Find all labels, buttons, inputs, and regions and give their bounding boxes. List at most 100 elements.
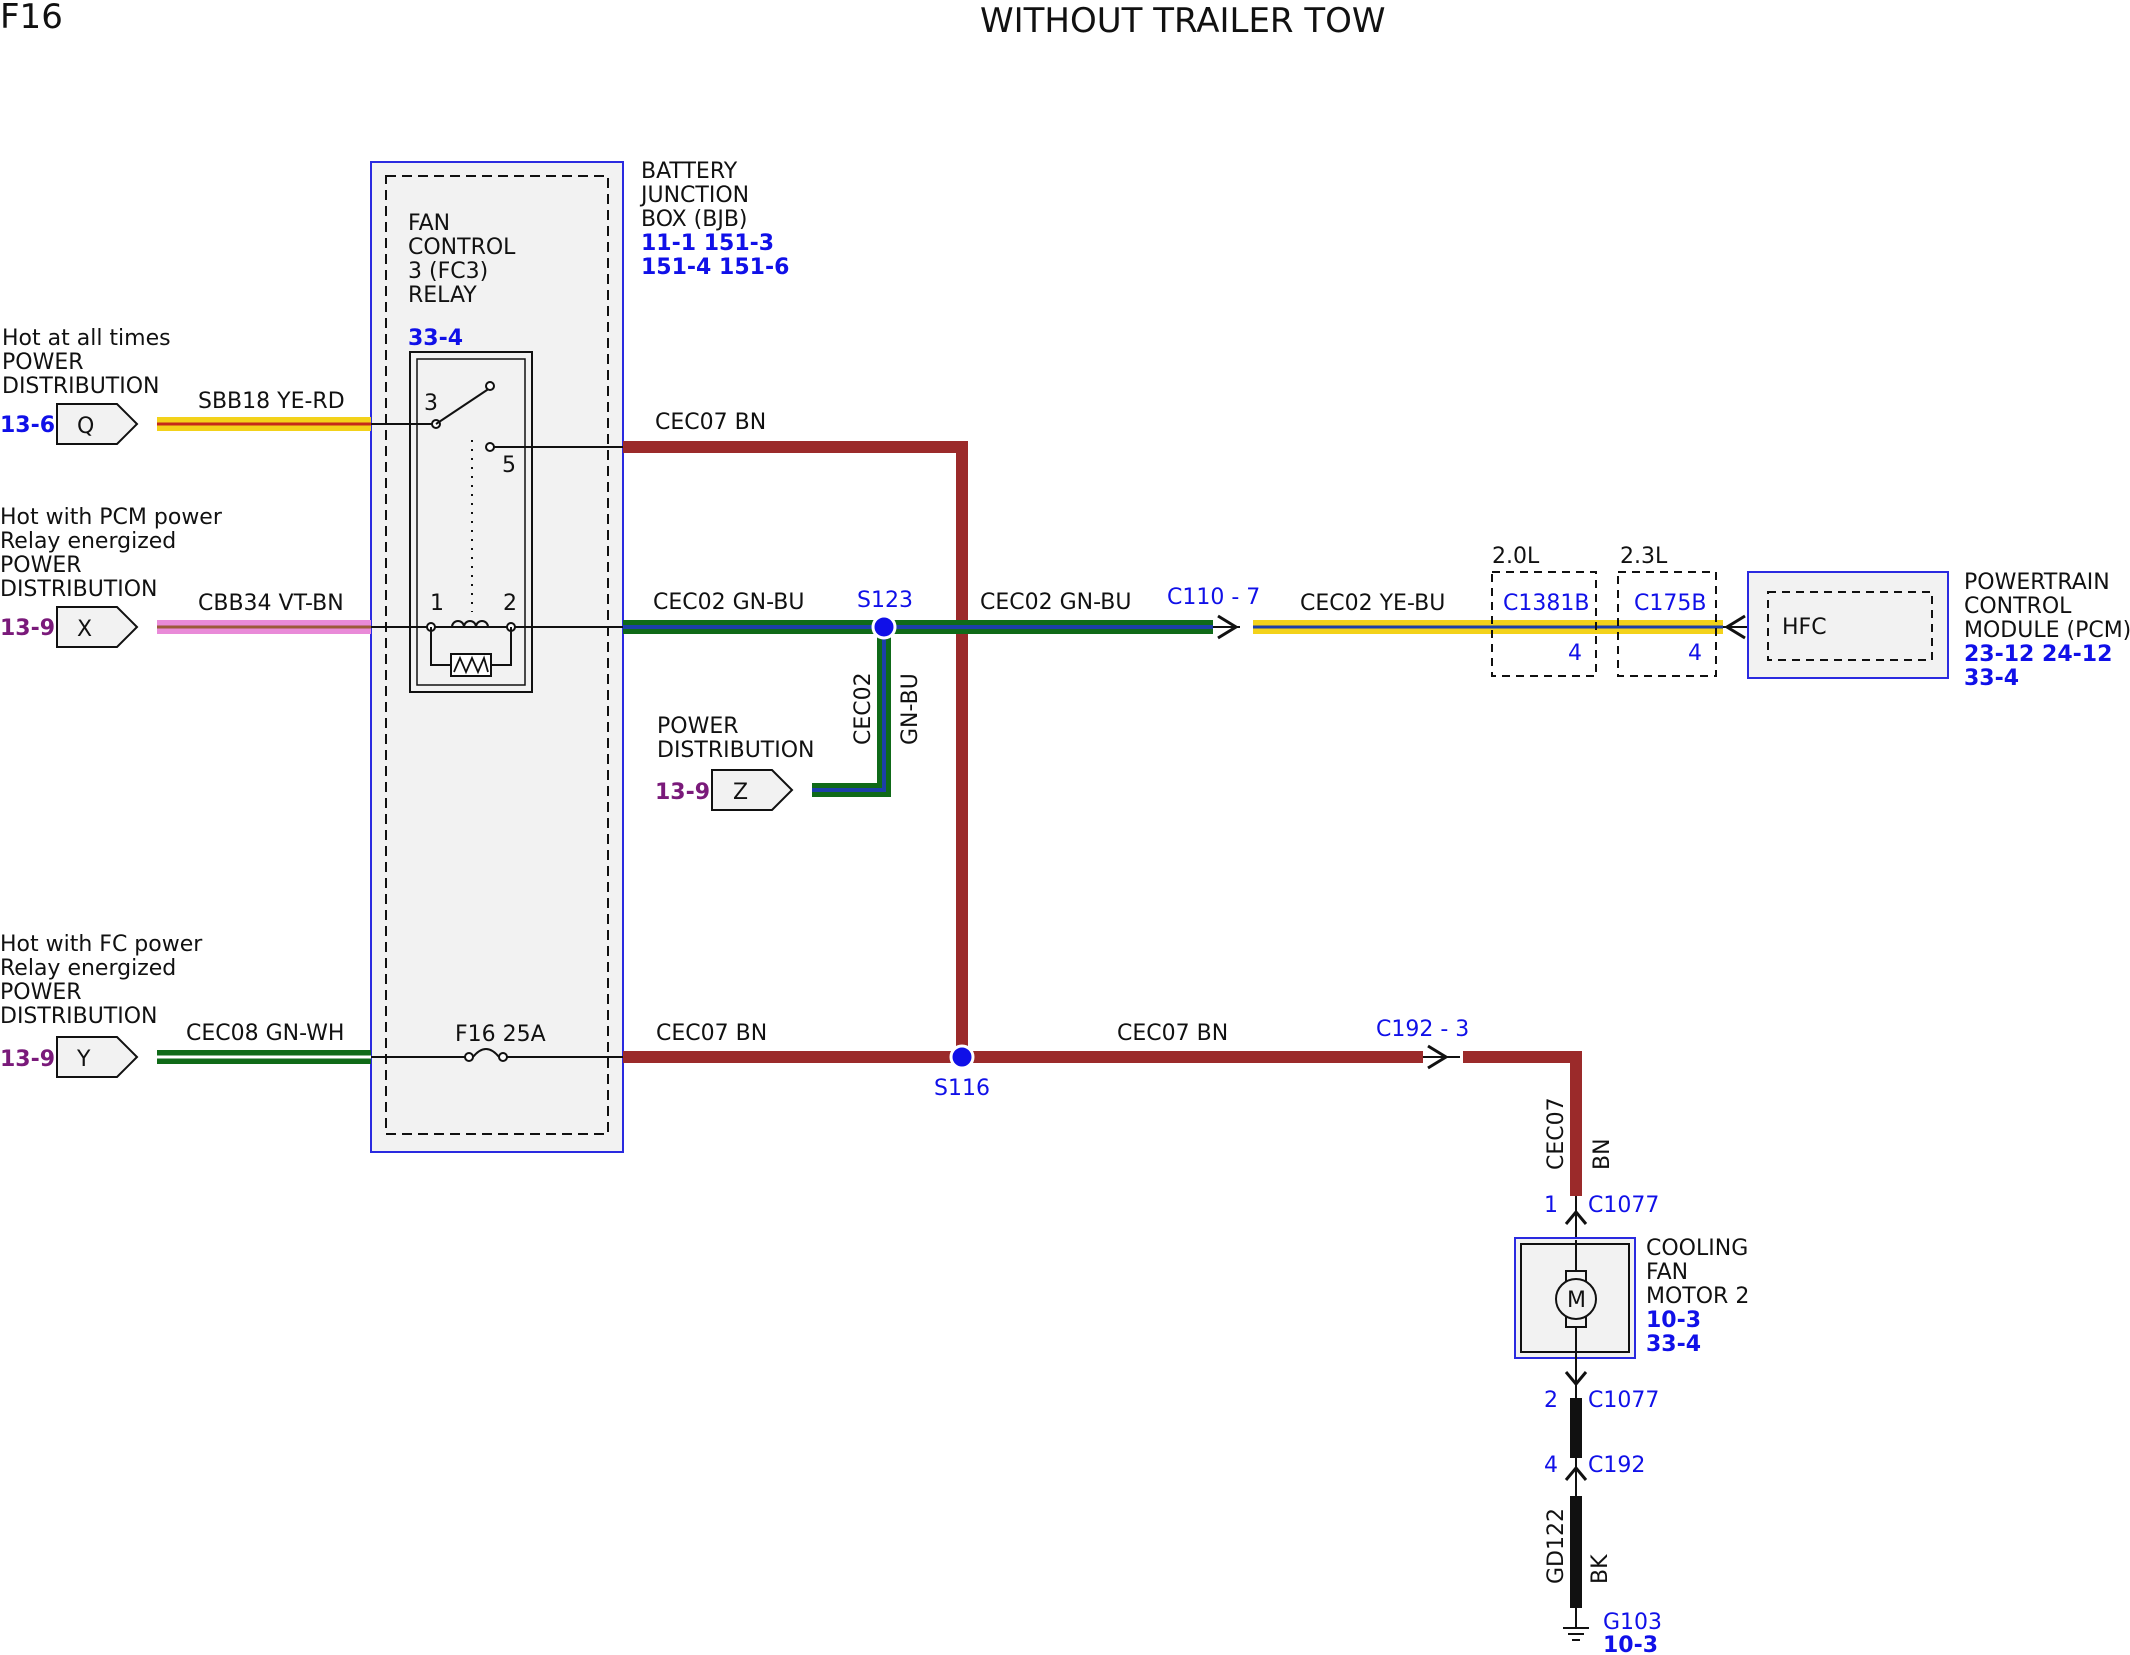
pcm-ref-2[interactable]: 33-4	[1964, 666, 2019, 691]
wire-cbb34-label: CBB34 VT-BN	[198, 591, 344, 616]
wire-sbb18[interactable]	[157, 417, 371, 431]
splice-s116[interactable]	[949, 1044, 975, 1070]
q-desc-1: Hot at all times	[2, 326, 171, 351]
motor-name-1: COOLING	[1646, 1236, 1748, 1261]
page-title: WITHOUT TRAILER TOW	[980, 1, 1386, 41]
fuse-label: F16 25A	[455, 1022, 546, 1047]
ground-label: G103	[1603, 1610, 1662, 1635]
motor-name-3: MOTOR 2	[1646, 1284, 1749, 1309]
wire-cec07-motor[interactable]	[1463, 1051, 1582, 1196]
page-id: F16	[0, 0, 63, 37]
wire-cec02-a-label: CEC02 GN-BU	[653, 590, 804, 615]
c1381b-engine: 2.0L	[1492, 544, 1540, 569]
wire-cec08[interactable]	[157, 1050, 371, 1064]
q-ref[interactable]: 13-6	[0, 413, 55, 438]
x-desc-1: Hot with PCM power	[0, 505, 223, 530]
wire-cec02-v2: GN-BU	[898, 673, 923, 745]
c175b-engine: 2.3L	[1620, 544, 1668, 569]
x-desc-3: POWER	[0, 553, 82, 578]
bjb-ref-1[interactable]: 11-1 151-3	[641, 231, 774, 256]
z-conn: Z	[733, 780, 748, 805]
relay-name-2: CONTROL	[408, 235, 516, 260]
c1077-1-label[interactable]: C1077	[1588, 1193, 1659, 1218]
motor-symbol: M	[1567, 1288, 1586, 1313]
relay-pin-3: 3	[424, 391, 438, 416]
wire-cec07-v1: CEC07	[1544, 1097, 1569, 1170]
wire-sbb18-label: SBB18 YE-RD	[198, 389, 345, 414]
x-desc-2: Relay energized	[0, 529, 176, 554]
c1077-2-label[interactable]: C1077	[1588, 1388, 1659, 1413]
x-desc-4: DISTRIBUTION	[0, 577, 158, 602]
connector-c175b[interactable]	[1617, 571, 1717, 677]
motor-ref-1[interactable]: 10-3	[1646, 1308, 1701, 1333]
c1381b-label: C1381B	[1503, 591, 1589, 616]
wire-cec02-ye-bu-label: CEC02 YE-BU	[1300, 591, 1445, 616]
battery-junction-box[interactable]	[370, 161, 624, 1153]
wire-gd122-v1: GD122	[1544, 1508, 1569, 1584]
wire-cec02-horizontal[interactable]	[623, 620, 1213, 634]
wire-cec07-bottom-b-label: CEC07 BN	[1117, 1021, 1228, 1046]
pcm-ref-1[interactable]: 23-12 24-12	[1964, 642, 2112, 667]
wire-cec07-top[interactable]	[623, 441, 968, 1057]
pcm-name-2: CONTROL	[1964, 594, 2072, 619]
bjb-name-1: BATTERY	[641, 159, 738, 184]
c175b-pin: 4	[1688, 641, 1702, 666]
y-desc-3: POWER	[0, 980, 82, 1005]
c175b-label: C175B	[1634, 591, 1706, 616]
connector-x[interactable]	[56, 606, 139, 648]
fuse-f16[interactable]	[371, 1048, 623, 1062]
motor-name-2: FAN	[1646, 1260, 1688, 1285]
q-desc-2: POWER	[2, 350, 84, 375]
wire-cec07-bottom-a-label: CEC07 BN	[656, 1021, 767, 1046]
wire-cec08-label: CEC08 GN-WH	[186, 1021, 344, 1046]
q-desc-3: DISTRIBUTION	[2, 374, 160, 399]
wire-cec02-vertical[interactable]	[812, 627, 891, 797]
y-desc-1: Hot with FC power	[0, 932, 203, 957]
relay-pin-5: 5	[502, 453, 516, 478]
c110-label[interactable]: C110 - 7	[1167, 585, 1260, 610]
pcm-name-3: MODULE (PCM)	[1964, 618, 2130, 643]
wire-cec07-top-label: CEC07 BN	[655, 410, 766, 435]
q-conn: Q	[77, 414, 94, 439]
c1077-1-pin: 1	[1544, 1193, 1558, 1218]
connector-y[interactable]	[56, 1036, 139, 1078]
x-ref[interactable]: 13-9	[0, 616, 55, 641]
pcm-module[interactable]	[1747, 571, 1949, 679]
c192-3-label[interactable]: C192 - 3	[1376, 1017, 1469, 1042]
splice-s123-label: S123	[857, 588, 913, 613]
wire-cec07-v2: BN	[1590, 1138, 1615, 1170]
relay-name-1: FAN	[408, 211, 450, 236]
z-ref[interactable]: 13-9	[655, 780, 710, 805]
wire-gd122-v2: BK	[1588, 1554, 1613, 1584]
motor-ref-2[interactable]: 33-4	[1646, 1332, 1701, 1357]
wire-cec02-ye-bu[interactable]	[1253, 620, 1723, 634]
connector-q[interactable]	[56, 403, 139, 445]
fc3-relay[interactable]	[371, 351, 623, 693]
relay-ref[interactable]: 33-4	[408, 326, 463, 351]
wire-cec02-v1: CEC02	[851, 672, 876, 745]
splice-s123[interactable]	[871, 614, 897, 640]
connector-c1381b[interactable]	[1491, 571, 1597, 677]
c1381b-pin: 4	[1568, 641, 1582, 666]
relay-name-3: 3 (FC3)	[408, 259, 488, 284]
wire-cec02-b-label: CEC02 GN-BU	[980, 590, 1131, 615]
ground-symbol-icon[interactable]	[1563, 1608, 1589, 1641]
relay-name-4: RELAY	[408, 283, 477, 308]
pcm-name-1: POWERTRAIN	[1964, 570, 2110, 595]
ground-ref[interactable]: 10-3	[1603, 1633, 1658, 1655]
y-desc-4: DISTRIBUTION	[0, 1004, 158, 1029]
z-desc-1: POWER	[657, 714, 739, 739]
y-conn: Y	[76, 1047, 91, 1072]
c1077-2-pin: 2	[1544, 1388, 1558, 1413]
bjb-name-3: BOX (BJB)	[641, 207, 748, 232]
wire-cbb34[interactable]	[157, 620, 371, 634]
connector-z[interactable]	[711, 769, 794, 811]
bjb-name-2: JUNCTION	[639, 183, 749, 208]
relay-pin-2: 2	[503, 591, 517, 616]
y-desc-2: Relay energized	[0, 956, 176, 981]
y-ref[interactable]: 13-9	[0, 1047, 55, 1072]
c192-4-label[interactable]: C192	[1588, 1453, 1645, 1478]
c192-4-pin: 4	[1544, 1453, 1558, 1478]
bjb-ref-2[interactable]: 151-4 151-6	[641, 255, 789, 280]
